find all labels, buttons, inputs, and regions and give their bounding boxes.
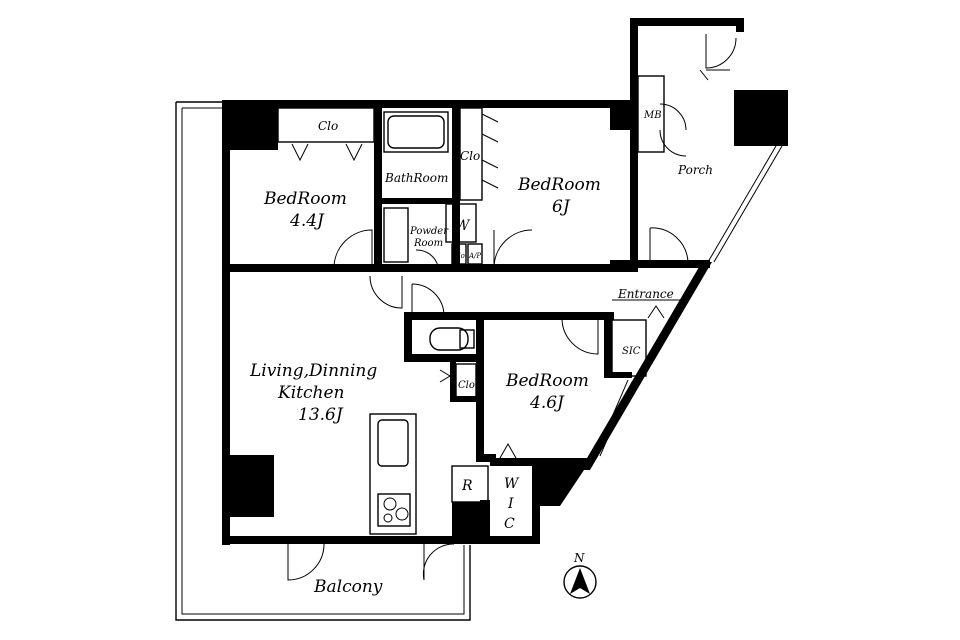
closet-top-label: Clo [318,119,338,133]
meter-box-label: MB [643,110,662,121]
closet-bath-label: Clo [460,149,480,163]
powder-room-line1: Powder [409,226,449,237]
compass [563,565,597,599]
fixtures [277,75,680,535]
ldk-size: 13.6J [298,405,344,425]
small-closet-2-label: A/P [468,252,481,260]
small-closet-1-label: Clo [453,252,465,260]
bedroom-c-size: 4.6J [529,393,565,413]
wic-line2: I [507,496,514,512]
washer-label: W [455,218,471,234]
porch-label: Porch [677,163,713,177]
bedroom-b-name: BedRoom [517,175,601,195]
closet-ldk-label: Clo [458,380,475,391]
bedroom-b-size: 6J [552,197,571,217]
exterior-walls [222,18,788,545]
refrigerator-label: R [461,478,473,494]
bedroom-a-name: BedRoom [263,189,347,209]
bedroom-c-name: BedRoom [505,371,589,391]
sic-label: SIC [622,346,641,357]
wic-line1: W [504,476,520,492]
ldk-line2: Kitchen [277,383,344,403]
balcony-label: Balcony [313,577,383,597]
entrance-label: Entrance [617,287,674,301]
balcony-outline [175,101,471,621]
bathroom-label: BathRoom [384,171,448,185]
ldk-line1: Living,Dinning [249,361,377,381]
bedroom-a-size: 4.4J [289,211,325,231]
wic-line3: C [504,516,515,532]
interior-walls [222,100,710,544]
windows [223,145,783,543]
powder-room-line2: Room [413,238,443,249]
compass-label: N [573,551,585,565]
small-closet-3-label: A/P [455,518,468,526]
doors [287,34,737,581]
